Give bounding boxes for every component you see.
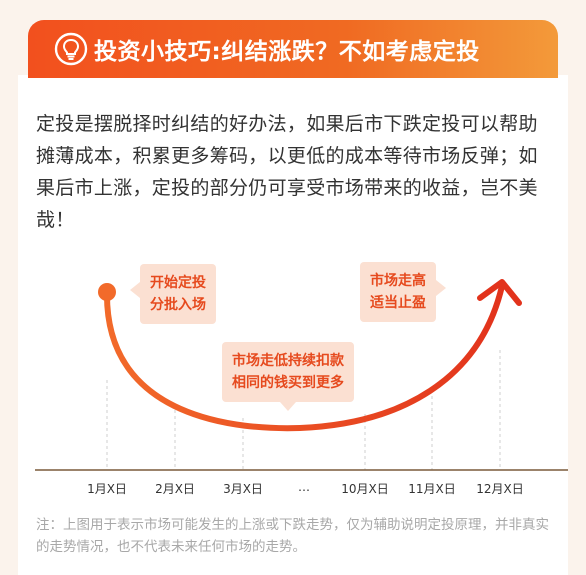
axis-label: … xyxy=(298,480,310,494)
callout-middle-line1: 市场走低持续扣款 xyxy=(232,353,344,369)
axis-label: 10月X日 xyxy=(341,482,389,496)
callout-start-line1: 开始定投 xyxy=(150,275,206,291)
callout-end-line1: 市场走高 xyxy=(370,273,426,289)
disclaimer-note: 注：上图用于表示市场可能发生的上涨或下跌走势，仅为辅助说明定投原理，并非真实的走… xyxy=(36,517,549,555)
callout-start-line2: 分批入场 xyxy=(150,297,206,313)
axis-label: 2月X日 xyxy=(155,482,195,496)
lightbulb-icon xyxy=(54,32,88,66)
axis-label: 1月X日 xyxy=(87,482,127,496)
tip-banner: 投资小技巧:纠结涨跌？不如考虑定投 xyxy=(28,20,558,78)
trend-curve xyxy=(103,283,505,432)
callout-middle: 市场走低持续扣款 相同的钱买到更多 xyxy=(222,342,354,411)
axis-label: 12月X日 xyxy=(476,482,524,496)
axis-label: 3月X日 xyxy=(223,482,263,496)
callout-middle-line2: 相同的钱买到更多 xyxy=(232,375,344,391)
intro-paragraph: 定投是摆脱择时纠结的好办法，如果后市下跌定投可以帮助摊薄成本，积累更多筹码，以更… xyxy=(36,113,538,231)
callout-end: 市场走高 适当止盈 xyxy=(360,262,446,322)
axis-label: 11月X日 xyxy=(408,482,456,496)
start-dot xyxy=(98,283,116,301)
banner-title: 投资小技巧:纠结涨跌？不如考虑定投 xyxy=(94,39,480,65)
callout-start: 开始定投 分批入场 xyxy=(130,264,216,324)
callout-end-line2: 适当止盈 xyxy=(370,295,426,311)
arrow-head xyxy=(477,279,522,306)
